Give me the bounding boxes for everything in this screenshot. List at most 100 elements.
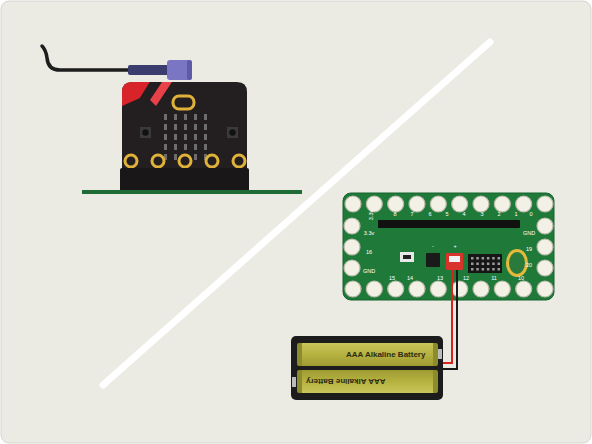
pin-pad — [366, 196, 382, 212]
pin-label: 14 — [407, 276, 413, 282]
pin-pad — [516, 281, 532, 297]
battery-label: AAA Alkaline Battery — [306, 377, 385, 386]
pin-pad — [473, 281, 489, 297]
pin-label: GND — [363, 269, 375, 275]
led — [174, 144, 177, 150]
header-pin — [476, 263, 479, 266]
battery-cell: AAA Alkaline Battery — [297, 370, 438, 393]
pin-label: 15 — [389, 276, 395, 282]
led — [164, 114, 167, 120]
header-pin — [492, 268, 495, 271]
pin-label: 19 — [526, 247, 532, 253]
header-pin — [482, 263, 485, 266]
led — [194, 154, 197, 160]
header-pin — [498, 268, 501, 271]
header-pin — [487, 257, 490, 260]
edge-pad — [233, 155, 245, 167]
pin-label: 1 — [514, 212, 517, 218]
battery-label: AAA Alkaline Battery — [346, 350, 425, 359]
header-pin — [498, 263, 501, 266]
pin-label: GND — [523, 231, 535, 237]
pin-pad — [344, 239, 360, 255]
pin-label: 13 — [437, 276, 443, 282]
edge-pad — [125, 155, 137, 167]
led — [194, 134, 197, 140]
pin-label: 3.3v — [364, 231, 374, 237]
edge-pad — [179, 155, 191, 167]
pin-label: 10 — [518, 276, 524, 282]
microbit-board — [82, 82, 302, 194]
pin-label: 16 — [366, 250, 372, 256]
battery-holder — [291, 336, 443, 400]
edge-pad — [206, 155, 218, 167]
led — [184, 124, 187, 130]
pin-pad — [409, 281, 425, 297]
led — [174, 124, 177, 130]
pin-pad — [452, 281, 468, 297]
pin-pad — [366, 281, 382, 297]
pin-pad — [516, 196, 532, 212]
led — [174, 134, 177, 140]
pin-pad — [344, 218, 360, 234]
header-pin — [476, 268, 479, 271]
pin-pad — [537, 260, 553, 276]
battery-terminal — [438, 349, 442, 359]
header-pin — [482, 268, 485, 271]
pin-pad — [494, 281, 510, 297]
pin-label: 0 — [529, 212, 532, 218]
pin-pad — [430, 196, 446, 212]
pin-label: 3.3v — [369, 210, 375, 220]
pin-pad — [537, 281, 553, 297]
pin-label: 6 — [428, 212, 431, 218]
pin-label: 12 — [463, 276, 469, 282]
led — [184, 144, 187, 150]
pin-pad — [345, 196, 361, 212]
header-pin — [487, 263, 490, 266]
header-pin — [471, 257, 474, 260]
led — [184, 134, 187, 140]
pin-label: 2 — [497, 212, 500, 218]
pin-pad — [430, 281, 446, 297]
usb-cable — [42, 46, 192, 80]
pin-label: 7 — [410, 212, 413, 218]
pin-label: 11 — [491, 276, 497, 282]
header-pin — [492, 257, 495, 260]
edge-pad — [152, 155, 164, 167]
led — [194, 114, 197, 120]
pin-pad — [452, 196, 468, 212]
header-pin — [498, 257, 501, 260]
header-pin — [482, 257, 485, 260]
pin-pad — [388, 196, 404, 212]
header-pin — [492, 263, 495, 266]
bit-board — [343, 193, 554, 300]
led — [164, 134, 167, 140]
polarity-mark: + — [453, 244, 456, 250]
pin-pad — [494, 196, 510, 212]
led — [204, 134, 207, 140]
header-pin — [471, 263, 474, 266]
pin-label: 5 — [445, 212, 448, 218]
led — [204, 144, 207, 150]
led — [194, 124, 197, 130]
pin-label: 20 — [526, 263, 532, 269]
led — [184, 114, 187, 120]
pin-pad — [345, 281, 361, 297]
led — [174, 154, 177, 160]
pin-pad — [344, 260, 360, 276]
pin-label: 4 — [462, 212, 465, 218]
polarity-mark: - — [432, 244, 434, 250]
led — [194, 144, 197, 150]
led — [174, 114, 177, 120]
battery-terminal — [292, 377, 296, 387]
led — [164, 124, 167, 130]
led — [204, 114, 207, 120]
pin-pad — [409, 196, 425, 212]
header-pin — [471, 268, 474, 271]
led — [204, 124, 207, 130]
pin-label: 3 — [480, 212, 483, 218]
pin-pad — [388, 281, 404, 297]
header-pin — [487, 268, 490, 271]
pin-label: 8 — [393, 212, 396, 218]
